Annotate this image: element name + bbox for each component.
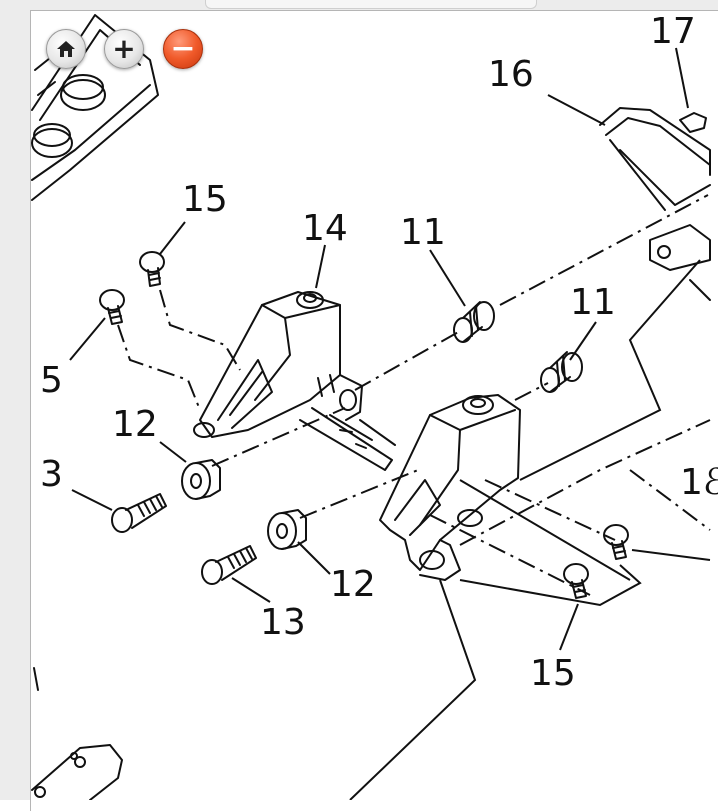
callout-17: 17 <box>650 11 696 52</box>
axis-line-screw-15-top <box>159 289 241 371</box>
housing-fragment-top-left <box>31 14 159 201</box>
leader-17 <box>675 47 689 109</box>
bolt-13 <box>201 545 257 585</box>
callout-3: 3 <box>40 454 63 495</box>
grommet-12-left <box>181 459 221 500</box>
plus-icon: + <box>112 32 136 65</box>
callout-5: 5 <box>40 360 63 401</box>
screw-18 <box>603 524 629 560</box>
bracket-14 <box>193 291 363 438</box>
callout-11-top: 11 <box>400 212 446 253</box>
screw-5 <box>99 289 125 325</box>
callout-15-bottom: 15 <box>530 653 576 694</box>
home-button[interactable] <box>46 29 86 69</box>
leader-12-bottom <box>297 541 331 575</box>
leader-15-top <box>159 221 186 255</box>
bushing-11-right <box>540 351 583 393</box>
axis-line-screw-18 <box>484 479 616 541</box>
axis-line-grommet-bottom <box>299 469 419 519</box>
leader-11-top <box>429 249 466 307</box>
axis-line-right-long <box>459 419 711 546</box>
leader-16 <box>547 94 606 126</box>
callout-11-right: 11 <box>570 282 616 323</box>
bracket-right <box>379 394 521 581</box>
bracket-16 <box>599 107 711 301</box>
link-line-upper-right <box>519 259 701 481</box>
home-icon <box>57 41 75 57</box>
axis-line-bushing-top <box>354 329 463 391</box>
leader-5 <box>69 317 106 361</box>
top-tab <box>205 0 537 9</box>
link-line-screw-15 <box>459 564 642 607</box>
connecting-rod <box>299 407 396 471</box>
bushing-11-top <box>453 301 495 343</box>
leader-15-bottom <box>559 603 579 651</box>
callout-14: 14 <box>302 208 348 249</box>
leader-12-left <box>159 441 187 463</box>
bolt-3 <box>111 493 167 533</box>
callout-13: 13 <box>260 602 306 643</box>
minus-icon: − <box>170 31 196 66</box>
callout-18-partial: 1ℰ <box>680 462 718 503</box>
link-line-bottom <box>349 579 477 800</box>
zoom-out-button[interactable]: − <box>163 29 203 69</box>
axis-line-screw-15-bottom <box>429 514 591 596</box>
axis-line-screw-5 <box>117 324 201 411</box>
grommet-12-bottom <box>267 509 307 550</box>
axis-line-top <box>499 194 709 306</box>
callout-12-left: 12 <box>112 404 158 445</box>
part-17-clip <box>679 112 707 133</box>
leader-11-right <box>569 321 597 361</box>
axis-line-grommet-left <box>211 407 346 467</box>
callout-12-bottom: 12 <box>330 564 376 605</box>
zoom-in-button[interactable]: + <box>104 29 144 69</box>
diagram-page <box>30 10 718 811</box>
leader-14 <box>315 244 326 289</box>
axis-line-right-lower <box>629 469 711 531</box>
housing-fragment-bottom-left <box>31 667 123 800</box>
screw-15-bottom <box>563 563 589 599</box>
callout-16: 16 <box>488 54 534 95</box>
link-line-right <box>459 479 631 581</box>
leader-18 <box>631 549 711 561</box>
callout-15-top: 15 <box>182 179 228 220</box>
leader-3 <box>71 489 113 511</box>
leader-13 <box>231 577 271 603</box>
screw-15-top <box>139 251 165 287</box>
axis-line-bushing-right <box>514 382 549 401</box>
